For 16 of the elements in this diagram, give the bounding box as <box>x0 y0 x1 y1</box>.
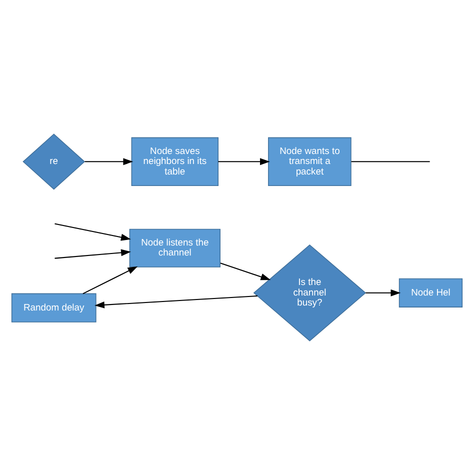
connector <box>351 160 430 162</box>
node-box: Node wants to transmit a packet <box>268 136 352 186</box>
arrow <box>82 266 138 294</box>
node-box: Random delay <box>11 292 96 322</box>
arrow <box>218 158 270 165</box>
node-box: Node saves neighbors in its table <box>131 136 219 186</box>
node-diamond: Is the channel busy? <box>253 244 366 341</box>
node-box: Node Hel <box>398 278 463 307</box>
arrow <box>366 288 401 296</box>
arrow <box>220 262 271 280</box>
arrow <box>54 248 131 258</box>
node-diamond: re <box>22 133 86 190</box>
node-box: Node listens the channel <box>129 228 220 267</box>
arrow <box>94 294 258 308</box>
arrow <box>84 158 134 165</box>
arrow <box>54 222 131 240</box>
